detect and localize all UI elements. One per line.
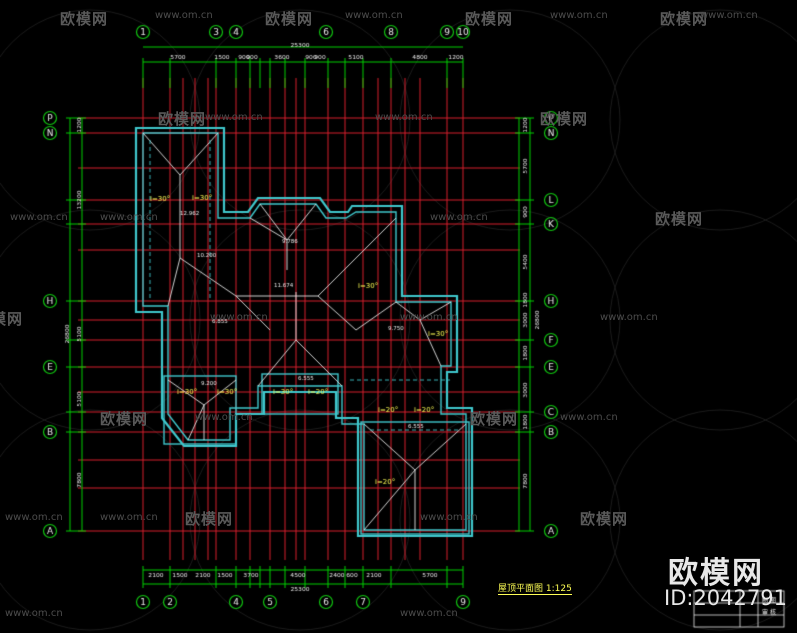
watermark-brand: 欧模网 [100, 410, 149, 428]
brand-logo-text: 欧模网 [668, 556, 764, 591]
watermark-url: www.om.cn [210, 312, 268, 323]
watermark-url: www.om.cn [420, 512, 478, 523]
watermark-url: www.om.cn [205, 112, 263, 123]
watermark-brand: 欧模网 [185, 510, 234, 528]
watermark-url: www.om.cn [375, 112, 433, 123]
watermark-url: www.om.cn [400, 312, 458, 323]
watermark-brand: 欧模网 [540, 110, 589, 128]
watermark-brand: 欧模网 [655, 210, 704, 228]
watermark-brand: 欧模网 [0, 310, 24, 328]
watermark-brand: 欧模网 [465, 10, 514, 28]
watermark-brand: 欧模网 [470, 410, 519, 428]
drawing-id: ID:2042791 [664, 586, 787, 610]
watermark-brand: 欧模网 [158, 110, 207, 128]
watermark-url: www.om.cn [5, 512, 63, 523]
watermark-url: www.om.cn [345, 10, 403, 21]
watermark-url: www.om.cn [550, 10, 608, 21]
watermark-url: www.om.cn [400, 608, 458, 619]
watermark-brand: 欧模网 [580, 510, 629, 528]
watermark-url: www.om.cn [560, 412, 618, 423]
watermark-url: www.om.cn [100, 512, 158, 523]
watermark-url: www.om.cn [430, 212, 488, 223]
watermark-url: www.om.cn [195, 412, 253, 423]
watermark-brand: 欧模网 [660, 10, 709, 28]
watermark-brand: 欧模网 [265, 10, 314, 28]
watermark-url: www.om.cn [700, 10, 758, 21]
watermark-url: www.om.cn [100, 212, 158, 223]
watermark-url: www.om.cn [10, 212, 68, 223]
drawing-title: 屋顶平面图 1:125 [498, 581, 572, 595]
watermark-url: www.om.cn [5, 608, 63, 619]
watermark-brand: 欧模网 [60, 10, 109, 28]
watermark-url: www.om.cn [600, 312, 658, 323]
watermark-url: www.om.cn [155, 10, 213, 21]
